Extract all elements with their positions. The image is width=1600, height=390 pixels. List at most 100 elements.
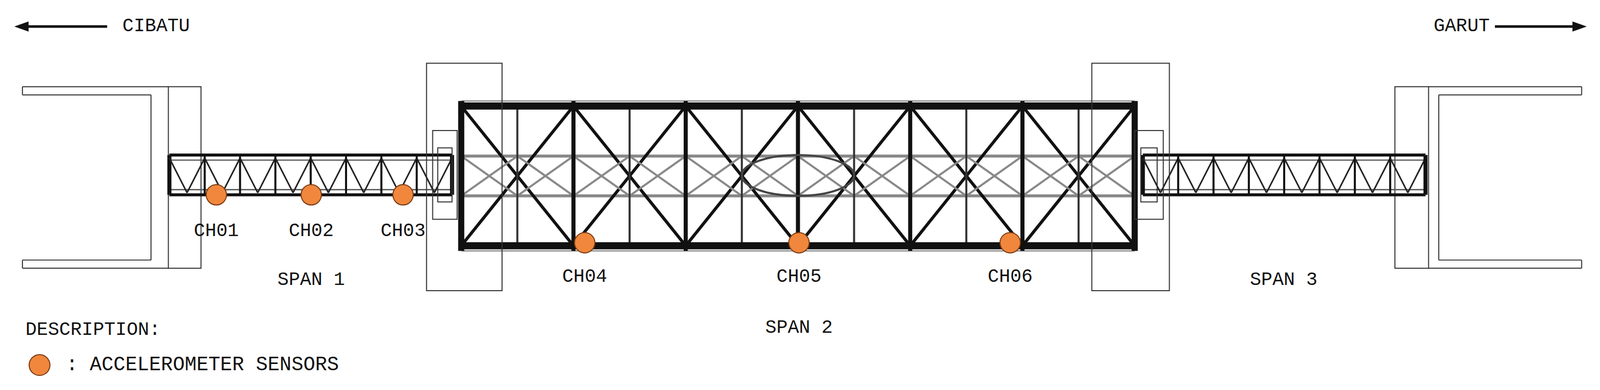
member-line bbox=[910, 156, 967, 196]
accelerometer-symbol bbox=[788, 232, 810, 253]
outline-rect bbox=[1141, 147, 1158, 202]
member-line bbox=[1408, 158, 1426, 194]
member-line bbox=[461, 106, 574, 247]
member-line bbox=[853, 156, 911, 196]
direction-label: GARUT bbox=[1433, 16, 1490, 37]
member-line bbox=[629, 156, 686, 196]
member-line bbox=[21, 260, 23, 269]
member-line bbox=[1022, 156, 1079, 196]
member-line bbox=[1428, 86, 1582, 88]
member-line bbox=[239, 158, 258, 194]
member-line bbox=[1195, 158, 1214, 194]
outline-rect bbox=[1134, 130, 1164, 220]
member-line bbox=[434, 158, 453, 194]
member-line bbox=[22, 94, 151, 96]
member-line bbox=[966, 156, 1023, 196]
span-label: SPAN 2 bbox=[765, 318, 834, 340]
member-line bbox=[1581, 260, 1583, 269]
member-line bbox=[1423, 155, 1428, 195]
member-line bbox=[1078, 156, 1135, 196]
member-line bbox=[1428, 267, 1582, 270]
span-label: SPAN 1 bbox=[277, 270, 345, 292]
member-line bbox=[573, 156, 630, 196]
member-line bbox=[628, 106, 631, 247]
member-line bbox=[907, 100, 913, 251]
member-line bbox=[1438, 94, 1582, 96]
member-line bbox=[1022, 156, 1079, 196]
channel-label: CH05 bbox=[776, 267, 822, 289]
member-line bbox=[1022, 106, 1135, 247]
member-line bbox=[1266, 158, 1285, 194]
outline-rect bbox=[432, 130, 458, 220]
accelerometer-symbol bbox=[206, 184, 227, 206]
member-line bbox=[24, 25, 108, 29]
member-line bbox=[685, 156, 742, 196]
member-line bbox=[517, 156, 574, 196]
accelerometer-symbol bbox=[392, 184, 414, 206]
member-line bbox=[629, 156, 686, 196]
channel-label: CH04 bbox=[561, 267, 607, 289]
channel-label: CH06 bbox=[987, 267, 1033, 289]
outline-rect bbox=[426, 63, 503, 291]
outline-rect bbox=[1091, 63, 1170, 291]
member-line bbox=[796, 100, 801, 251]
accelerometer-symbol bbox=[301, 184, 322, 206]
member-line bbox=[573, 156, 630, 196]
member-line bbox=[1354, 158, 1373, 194]
member-line bbox=[275, 158, 293, 194]
accelerometer-symbol bbox=[1000, 232, 1021, 253]
member-line bbox=[1372, 158, 1391, 194]
member-line bbox=[1020, 100, 1025, 251]
member-line bbox=[1213, 158, 1232, 194]
member-line bbox=[1390, 158, 1408, 194]
direction-label: CIBATU bbox=[122, 16, 190, 37]
member-line bbox=[461, 106, 574, 247]
member-line bbox=[22, 267, 169, 270]
member-line bbox=[1284, 158, 1302, 194]
member-line bbox=[416, 158, 435, 194]
member-line bbox=[1178, 158, 1196, 194]
member-line bbox=[910, 106, 1023, 247]
member-line bbox=[22, 259, 151, 261]
note-heading: DESCRIPTION: bbox=[25, 320, 161, 342]
member-line bbox=[346, 158, 364, 194]
outline-rect bbox=[437, 147, 452, 202]
member-line bbox=[910, 156, 967, 196]
member-line bbox=[966, 156, 1023, 196]
member-line bbox=[1077, 106, 1080, 247]
member-line bbox=[1301, 158, 1320, 194]
member-line bbox=[798, 156, 855, 196]
member-line bbox=[910, 106, 1023, 247]
member-line bbox=[571, 100, 576, 251]
member-line bbox=[853, 156, 911, 196]
member-line bbox=[461, 156, 518, 196]
member-line bbox=[683, 100, 688, 251]
member-line bbox=[458, 100, 465, 251]
member-line bbox=[1581, 86, 1583, 96]
member-line bbox=[1022, 106, 1135, 247]
bracing-lens bbox=[741, 155, 855, 196]
arrow-head bbox=[1572, 21, 1587, 32]
member-line bbox=[257, 158, 276, 194]
arrow-head bbox=[14, 21, 29, 32]
member-line bbox=[328, 158, 347, 194]
member-line bbox=[517, 156, 574, 196]
legend-text: : ACCELEROMETER SENSORS bbox=[66, 354, 340, 377]
member-line bbox=[21, 86, 23, 96]
accelerometer-symbol bbox=[574, 232, 595, 253]
member-line bbox=[150, 94, 152, 261]
member-line bbox=[22, 86, 169, 88]
member-line bbox=[363, 158, 382, 194]
member-line bbox=[461, 156, 518, 196]
legend-swatch bbox=[28, 354, 51, 377]
member-line bbox=[1248, 158, 1267, 194]
member-line bbox=[573, 106, 686, 247]
member-line bbox=[186, 158, 205, 194]
member-line bbox=[1337, 158, 1355, 194]
member-line bbox=[798, 156, 855, 196]
member-line bbox=[573, 106, 686, 247]
member-line bbox=[222, 158, 240, 194]
member-line bbox=[1438, 94, 1440, 261]
member-line bbox=[461, 102, 1135, 110]
member-line bbox=[1231, 158, 1249, 194]
